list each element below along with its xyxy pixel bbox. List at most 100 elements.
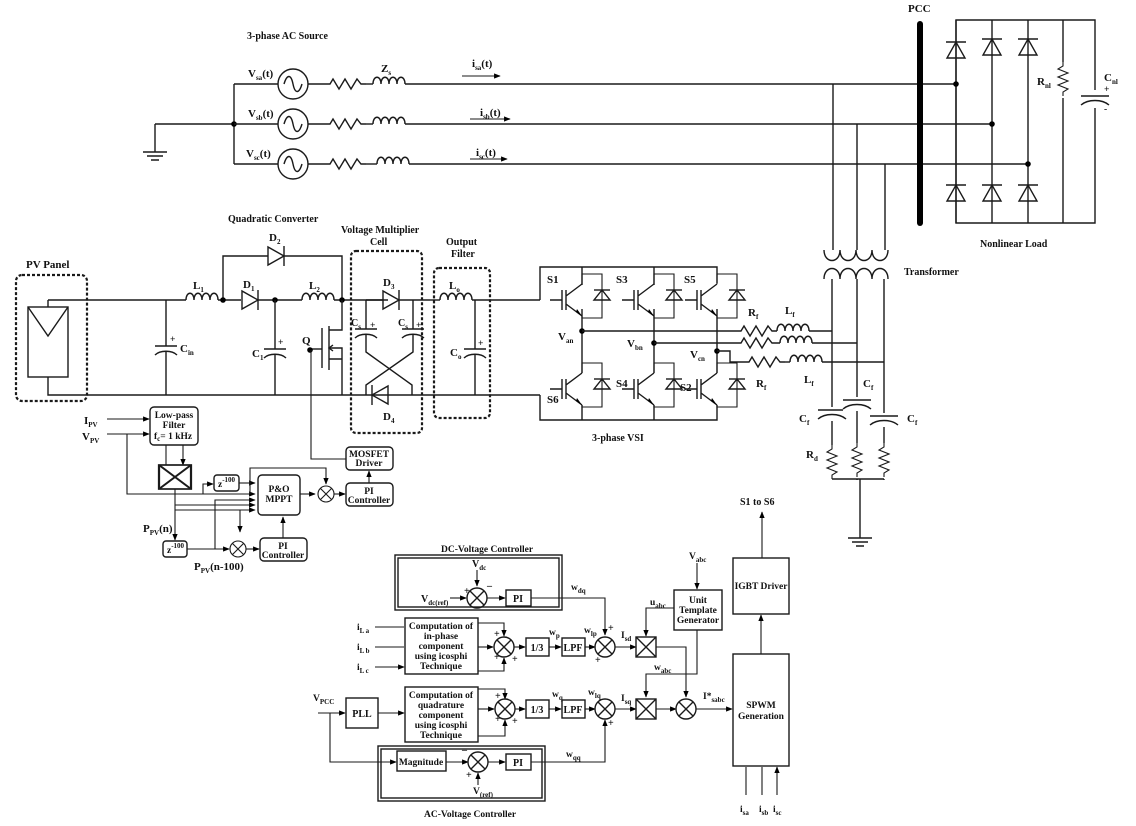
vpv-label: VPV xyxy=(82,431,99,445)
isb-feedback-label: isb xyxy=(759,805,768,817)
isq-label: Isq xyxy=(621,694,631,706)
wqq-label: wqq xyxy=(566,750,581,762)
plus-sign: + xyxy=(494,629,500,640)
plus-sign: + xyxy=(170,335,175,345)
block-text: PLL xyxy=(352,709,372,720)
pv-panel-title: PV Panel xyxy=(26,259,70,271)
resistor-icon xyxy=(325,78,367,90)
sum-junction-icon xyxy=(317,485,335,503)
zs-label: Zs xyxy=(381,63,391,77)
unit-template-block xyxy=(673,589,723,631)
plus-sign: + xyxy=(416,321,421,331)
block-text: Generator xyxy=(677,616,720,626)
igbt-s6-icon xyxy=(549,362,611,408)
block-text: Template xyxy=(679,606,717,616)
ilc-label: iL c xyxy=(357,663,369,675)
wdq-label: wdq xyxy=(571,583,586,595)
in-phase-path: iL a iL b iL c Computation of in-phase c… xyxy=(357,598,689,698)
ac-controller-title: AC-Voltage Controller xyxy=(424,810,517,820)
plus-sign: + xyxy=(464,586,470,597)
pcc-bus: PCC xyxy=(908,3,931,226)
plus-sign: + xyxy=(512,654,518,665)
vsi-title: 3-phase VSI xyxy=(592,433,644,444)
wq-label: wq xyxy=(552,690,563,702)
block-text: Technique xyxy=(420,662,462,672)
uabc-label: uabc xyxy=(650,598,666,610)
transformer-label: Transformer xyxy=(904,267,959,278)
ac-filter: Rf Lf Rf Lf Cf Cf Cf Rd xyxy=(582,305,918,547)
d4-label: D4 xyxy=(383,411,395,425)
d3-label: D3 xyxy=(383,277,395,291)
switch-s1: S1 xyxy=(547,274,559,286)
lf-label-top: Lf xyxy=(785,305,795,319)
pll-block xyxy=(345,697,379,729)
voltage-multiplier-cell: Voltage Multiplier Cell + + Cs Cs D3 D4 xyxy=(341,225,430,435)
inductor-icon xyxy=(185,292,219,301)
nonlinear-load: Rnl Cnl + - Nonlinear Load xyxy=(945,19,1118,250)
cs-label-left: Cs xyxy=(351,318,361,331)
ground-icon xyxy=(142,151,168,161)
vdc-label: Vdc xyxy=(472,559,486,572)
plus-sign: + xyxy=(278,338,283,348)
igbt-s4-icon xyxy=(621,362,683,408)
ground-icon xyxy=(847,537,873,547)
ac-source-c-icon xyxy=(277,148,309,180)
spwm-generation-block xyxy=(732,653,790,767)
c1-label: C1 xyxy=(252,348,264,362)
multiplier-icon xyxy=(635,698,657,720)
vabc-label: Vabc xyxy=(689,552,706,564)
sum-junction-icon xyxy=(594,698,616,720)
ac-source-title: 3-phase AC Source xyxy=(247,31,328,42)
output-filter: Output Filter + Co Lo xyxy=(430,237,540,420)
mosfet-driver-text: Driver xyxy=(356,459,384,469)
block-text: SPWM xyxy=(746,701,776,711)
lf-label-bottom: Lf xyxy=(804,374,814,388)
plus-sign: + xyxy=(495,714,501,725)
d2-label: D2 xyxy=(269,232,281,246)
pi-text: PI xyxy=(513,594,523,605)
switch-s6: S6 xyxy=(547,394,559,406)
plus-sign: + xyxy=(595,655,601,666)
switch-s2: S2 xyxy=(680,382,692,394)
sum-junction-icon xyxy=(229,540,247,558)
isc-feedback-label: isc xyxy=(773,805,781,817)
minus-sign: - xyxy=(1104,105,1107,115)
igbt-s1-icon xyxy=(549,273,611,319)
rd-label: Rd xyxy=(806,449,818,463)
switch-s5: S5 xyxy=(684,274,696,286)
quadratic-title: Quadratic Converter xyxy=(228,214,319,225)
ac-source-a-icon xyxy=(277,68,309,100)
wabc-label: wabc xyxy=(654,663,671,675)
in-phase-computation-block xyxy=(404,617,479,675)
inductor-icon xyxy=(789,354,823,363)
mosfet-driver-text: MOSFET xyxy=(349,450,390,460)
vmc-title-2: Cell xyxy=(370,237,387,248)
plus-sign: + xyxy=(608,623,614,634)
cf-label-left: Cf xyxy=(799,413,810,427)
pi-text: PI xyxy=(278,542,288,552)
ipv-label: IPV xyxy=(84,415,98,429)
plus-sign: + xyxy=(608,718,614,729)
vcn-label: Vcn xyxy=(690,349,705,363)
block-text: using icosphi xyxy=(415,652,468,662)
inductor-icon xyxy=(376,156,410,165)
igbt-driver-block xyxy=(732,557,790,615)
dc-controller-title: DC-Voltage Controller xyxy=(441,545,534,555)
block-text: Computation of xyxy=(409,691,474,701)
pi-text: PI xyxy=(364,487,374,497)
vbn-label: Vbn xyxy=(627,338,643,352)
igbt-s3-icon xyxy=(621,273,683,319)
quadrature-computation-block xyxy=(404,686,479,743)
vsa-label: Vsa(t) xyxy=(248,68,274,82)
inductor-icon xyxy=(776,323,810,332)
dc-voltage-controller: DC-Voltage Controller Vdc Vdc(ref) + – P… xyxy=(394,545,608,636)
plus-sign: + xyxy=(466,770,472,781)
pi-text: Controller xyxy=(262,551,305,561)
block-text: LPF xyxy=(564,705,583,716)
mppt-control: IPV VPV Low-pass Filter fc= 1 kHz z-100 … xyxy=(82,350,394,575)
vmc-title-1: Voltage Multiplier xyxy=(341,225,420,236)
resistor-icon xyxy=(744,356,786,368)
sum-junction-icon xyxy=(466,587,488,609)
cs-label-right: Cs xyxy=(398,318,408,331)
lo-label: Lo xyxy=(449,280,460,294)
